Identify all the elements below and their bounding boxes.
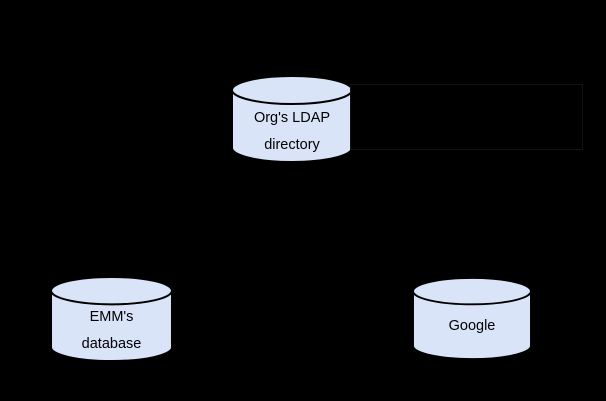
node-emm-database: EMM's database bbox=[50, 276, 173, 362]
node-label-line: database bbox=[81, 336, 142, 352]
node-label-line: directory bbox=[264, 137, 320, 153]
node-google: Google bbox=[412, 277, 532, 360]
node-label: EMM's database bbox=[50, 304, 173, 358]
node-org-ldap-directory: Org's LDAP directory bbox=[231, 75, 353, 163]
database-cylinder-icon bbox=[231, 75, 353, 163]
cylinder-top-arc bbox=[50, 290, 173, 306]
database-cylinder-icon bbox=[50, 276, 173, 362]
faint-rectangle-outline bbox=[350, 84, 583, 150]
node-label-line: Google bbox=[448, 318, 496, 334]
cylinder-body bbox=[50, 276, 173, 362]
cylinder-top-arc bbox=[412, 290, 532, 306]
cylinder-top-arc bbox=[231, 89, 353, 105]
node-label: Google bbox=[412, 313, 532, 340]
database-cylinder-icon bbox=[412, 277, 532, 360]
node-label-line: EMM's bbox=[89, 309, 134, 325]
node-label: Org's LDAP directory bbox=[231, 105, 353, 159]
node-label-line: Org's LDAP bbox=[253, 110, 331, 126]
cylinder-body bbox=[231, 75, 353, 163]
cylinder-body bbox=[412, 277, 532, 360]
